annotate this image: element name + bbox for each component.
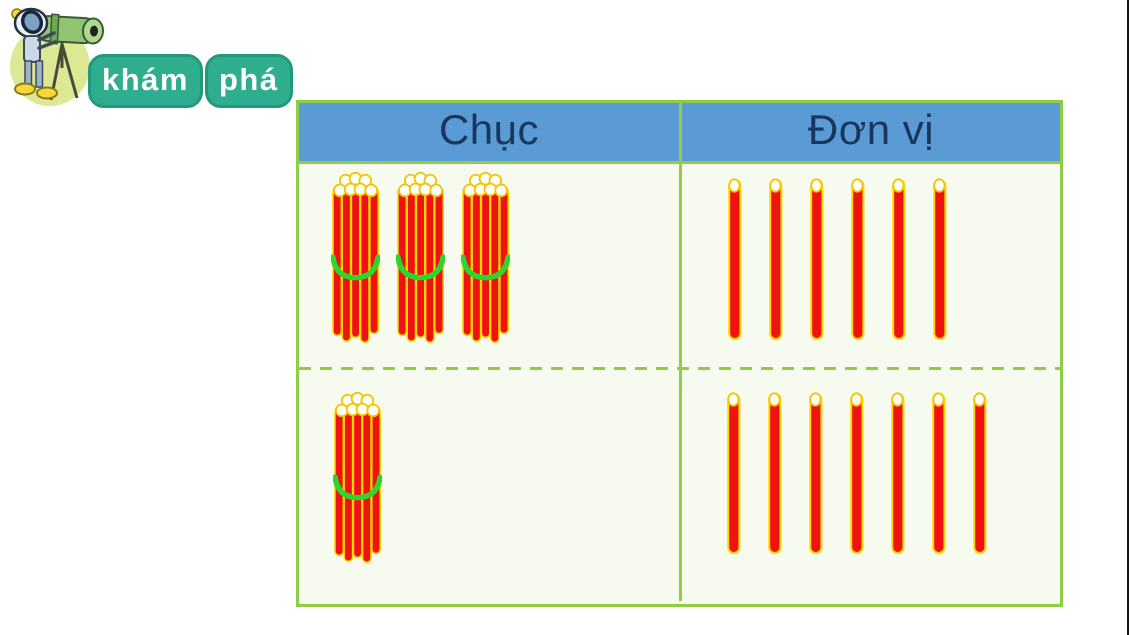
unit-sticks-group <box>726 390 988 558</box>
tens-cell-row-bottom <box>299 370 679 601</box>
unit-stick <box>932 392 946 554</box>
table-row-bottom <box>299 370 1060 601</box>
label-word-kham: khám <box>88 54 203 108</box>
unit-stick <box>851 178 865 340</box>
unit-stick <box>727 392 741 554</box>
slide-right-edge <box>1127 0 1129 635</box>
robot-telescope-icon <box>10 7 104 106</box>
unit-stick <box>728 178 742 340</box>
unit-stick <box>810 178 824 340</box>
tens-bundle <box>333 391 382 564</box>
unit-stick <box>769 178 783 340</box>
label-word-pha: phá <box>204 54 293 108</box>
header-cell-tens: Chục <box>299 103 679 161</box>
place-value-table: Chục Đơn vị <box>296 100 1063 607</box>
tens-bundle <box>461 171 510 344</box>
unit-stick <box>850 392 864 554</box>
units-cell-row-top <box>679 164 1060 367</box>
header-cell-units: Đơn vị <box>679 103 1060 161</box>
unit-stick <box>933 178 947 340</box>
table-header-row: Chục Đơn vị <box>299 103 1060 164</box>
unit-stick <box>768 392 782 554</box>
tens-bundles-group <box>333 391 382 569</box>
unit-stick <box>892 178 906 340</box>
unit-sticks-group <box>727 176 948 344</box>
dashed-row-divider <box>299 367 1060 370</box>
unit-stick <box>809 392 823 554</box>
tens-bundle <box>396 171 445 344</box>
units-cell-row-bottom <box>679 370 1060 601</box>
unit-stick <box>891 392 905 554</box>
unit-stick <box>973 392 987 554</box>
tens-bundles-group <box>331 171 510 349</box>
tens-cell-row-top <box>299 164 679 367</box>
tens-bundle <box>331 171 380 344</box>
table-row-top <box>299 164 1060 367</box>
